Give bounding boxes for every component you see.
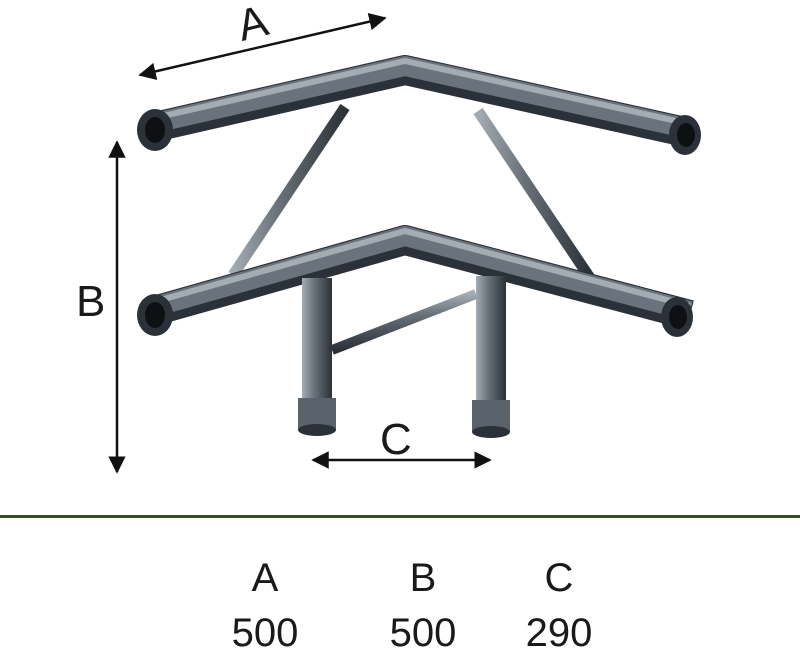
dimension-column-c: C 290	[499, 555, 619, 661]
dimension-column-a: A 500	[205, 555, 325, 661]
dimension-header: B	[409, 556, 437, 600]
arrow-a	[138, 13, 387, 80]
downward-legs	[298, 276, 510, 438]
tube-ends	[137, 109, 701, 337]
dimension-arrows	[108, 13, 492, 474]
dimension-label-c: C	[380, 415, 412, 464]
divider-line	[0, 515, 800, 518]
diagonal-braces	[228, 103, 595, 282]
vertical-struts	[194, 88, 636, 290]
dimension-header: C	[544, 556, 574, 600]
bottom-chord	[145, 225, 694, 330]
dimension-value: 290	[525, 611, 593, 655]
truss-drawing	[108, 13, 701, 474]
dimension-label-b: B	[76, 277, 106, 326]
top-chord	[146, 55, 694, 148]
truss-corner-diagram: A B C	[76, 0, 701, 474]
dimension-value: 500	[231, 611, 299, 655]
dimension-header: A	[251, 556, 279, 600]
dimension-table: A 500 B 500 C 290	[0, 555, 800, 660]
dimension-column-b: B 500	[363, 555, 483, 661]
dimension-value: 500	[389, 611, 457, 655]
